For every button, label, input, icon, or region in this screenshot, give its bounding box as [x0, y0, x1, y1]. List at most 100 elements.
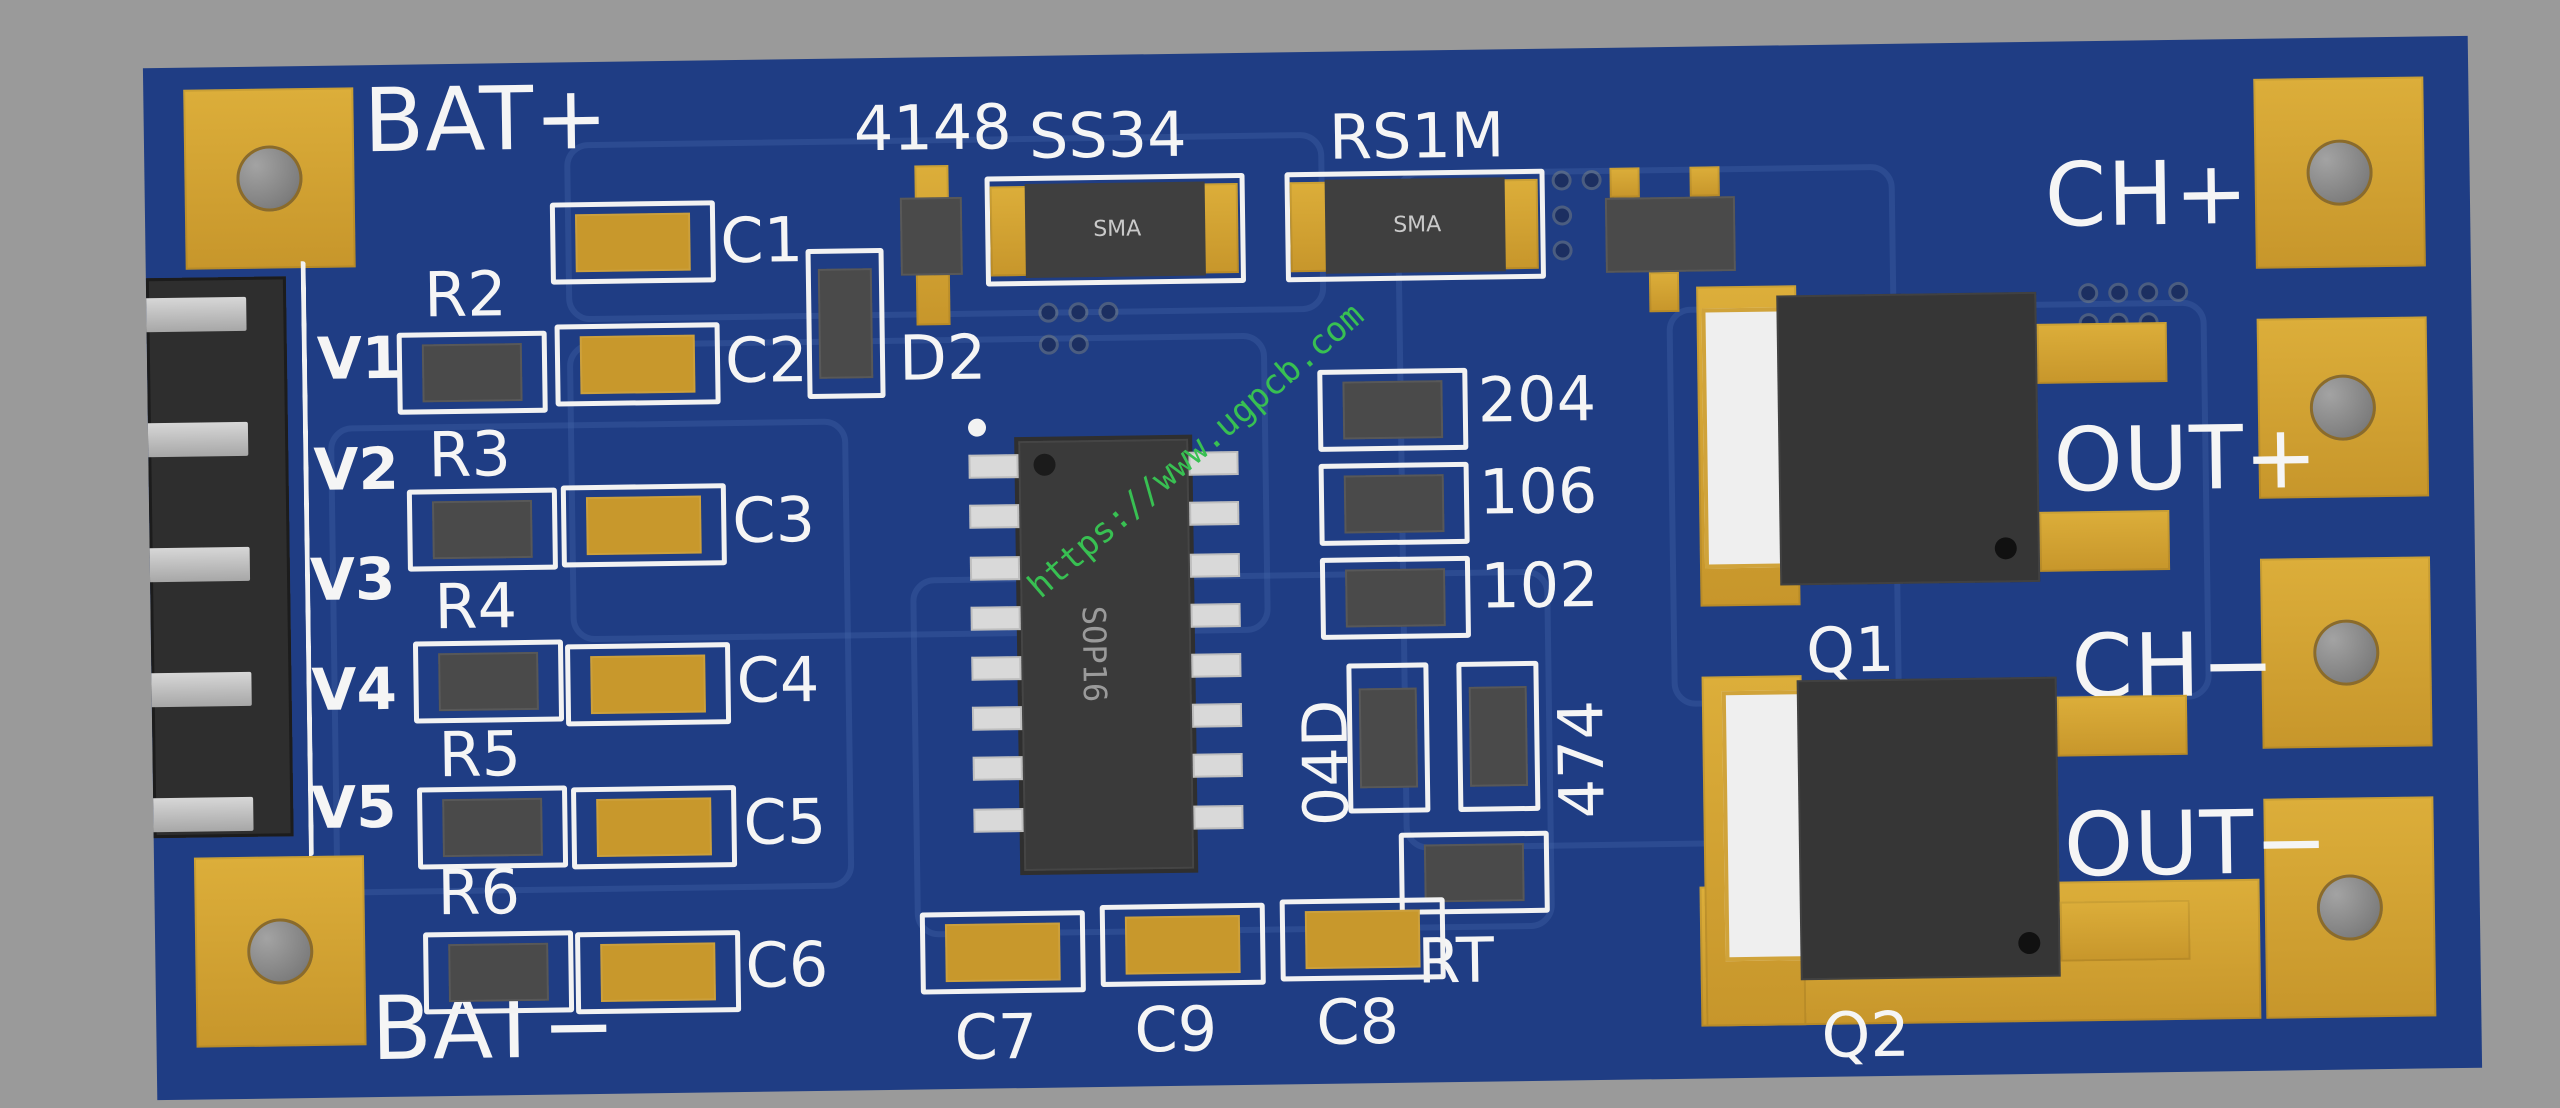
label-106: 106: [1478, 454, 1598, 529]
resistor-r5: [442, 797, 543, 858]
via: [1555, 208, 1570, 223]
ic-pin: [968, 454, 1019, 479]
label-04d: 04D: [1288, 699, 1363, 827]
via: [2111, 285, 2126, 300]
ic-pin: [972, 756, 1023, 781]
label-c2: C2: [724, 323, 809, 398]
via: [2141, 285, 2156, 300]
diode-ss34-marking: SMA: [1093, 216, 1142, 243]
via: [1041, 337, 1056, 352]
component-474: [1468, 686, 1529, 787]
ic-marking: SOP16: [1074, 605, 1115, 703]
capacitor-c7: [944, 922, 1061, 983]
label-r3: R3: [427, 417, 512, 492]
mosfet-q1-tab: [1701, 307, 1786, 569]
capacitor-c2: [579, 334, 696, 395]
ic-pin: [969, 504, 1020, 529]
resistor-106: [1343, 474, 1445, 534]
bat-plus-pad: [183, 87, 356, 270]
ic-pin: [973, 808, 1024, 833]
capacitor-c6: [600, 942, 716, 1002]
label-v4: V4: [311, 654, 398, 724]
label-204: 204: [1477, 362, 1597, 437]
diode-d2: [817, 268, 874, 379]
label-v1: V1: [316, 323, 403, 393]
resistor-r4: [438, 651, 539, 712]
label-r4: R4: [433, 569, 518, 644]
bat-minus-pad: [193, 855, 367, 1048]
component-04d: [1358, 687, 1419, 789]
pin-header-outline: [142, 261, 314, 859]
label-c8: C8: [1315, 984, 1400, 1059]
via: [1041, 305, 1056, 320]
ic-pin: [971, 656, 1022, 681]
ic-pin: [1189, 501, 1240, 526]
label-474: 474: [1544, 699, 1619, 819]
sot23-transistor: [1604, 196, 1736, 273]
label-bat-plus: BAT+: [362, 65, 610, 173]
via: [1071, 305, 1086, 320]
via: [1101, 304, 1116, 319]
capacitor-c5: [596, 797, 712, 858]
ch-plus-pad: [2253, 76, 2426, 269]
pad-hole: [2306, 139, 2374, 207]
label-r2: R2: [423, 257, 508, 332]
ic-pin: [969, 556, 1021, 581]
ch-minus-pad: [2259, 556, 2433, 749]
ic-pin1-dot: [967, 418, 987, 437]
label-r5: R5: [438, 717, 522, 792]
label-c9: C9: [1133, 992, 1218, 1067]
capacitor-c1: [574, 212, 691, 273]
label-v5: V5: [310, 772, 397, 842]
mosfet-q2-lead: [2056, 694, 2188, 757]
ic-pin: [971, 706, 1023, 731]
label-c6: C6: [744, 927, 829, 1002]
label-102: 102: [1479, 548, 1600, 623]
pad-hole: [2309, 374, 2377, 442]
mosfet-q1-lead: [2039, 510, 2171, 572]
capacitor-c3: [585, 495, 702, 556]
label-q2: Q2: [1821, 997, 1911, 1072]
ic-pin: [1191, 702, 1243, 728]
label-ss34: SS34: [1028, 97, 1188, 173]
sot23-pad: [1609, 167, 1640, 198]
mosfet-q2-tab: [1721, 690, 1806, 962]
mosfet-q1-lead: [2036, 322, 2168, 384]
mosfet-q2-lead: [2059, 899, 2191, 962]
pcb-board: V1 V2 V3 V4 V5 BAT+ BAT− CH+ OUT+ CH− OU…: [142, 35, 2483, 1101]
label-ch-plus: CH+: [2044, 140, 2250, 247]
label-out-minus: OUT−: [2063, 789, 2330, 897]
label-v3: V3: [309, 544, 396, 614]
ic-pin: [1192, 752, 1243, 778]
resistor-r6: [448, 942, 549, 1003]
via: [2081, 286, 2096, 301]
ic-pin: [1193, 804, 1244, 830]
label-out-plus: OUT+: [2052, 404, 2320, 512]
label-c1: C1: [719, 203, 804, 278]
label-q1: Q1: [1805, 612, 1895, 688]
resistor-102: [1345, 568, 1446, 628]
capacitor-c8: [1304, 909, 1421, 970]
label-c5: C5: [742, 784, 827, 859]
diode-4148: [899, 196, 963, 276]
label-d2: D2: [898, 320, 987, 395]
label-v2: V2: [313, 434, 400, 504]
via: [1555, 243, 1570, 258]
component-rt: [1423, 843, 1525, 903]
diode-rs1m-pad: [1289, 181, 1329, 273]
resistor-204: [1342, 380, 1444, 440]
via: [1554, 173, 1569, 188]
pad-hole: [2312, 619, 2380, 687]
resistor-r2: [421, 343, 523, 403]
label-c7: C7: [954, 999, 1038, 1075]
sot23-pad: [1689, 166, 1720, 197]
ic-pin: [970, 606, 1021, 631]
pad-hole: [236, 145, 303, 212]
resistor-r3: [431, 499, 533, 560]
diode-rs1m-marking: SMA: [1393, 212, 1442, 238]
pad-hole: [246, 917, 314, 985]
sot23-pad: [1648, 271, 1680, 313]
label-4148: 4148: [853, 90, 1013, 166]
via: [2171, 284, 2186, 299]
capacitor-c9: [1124, 915, 1241, 975]
